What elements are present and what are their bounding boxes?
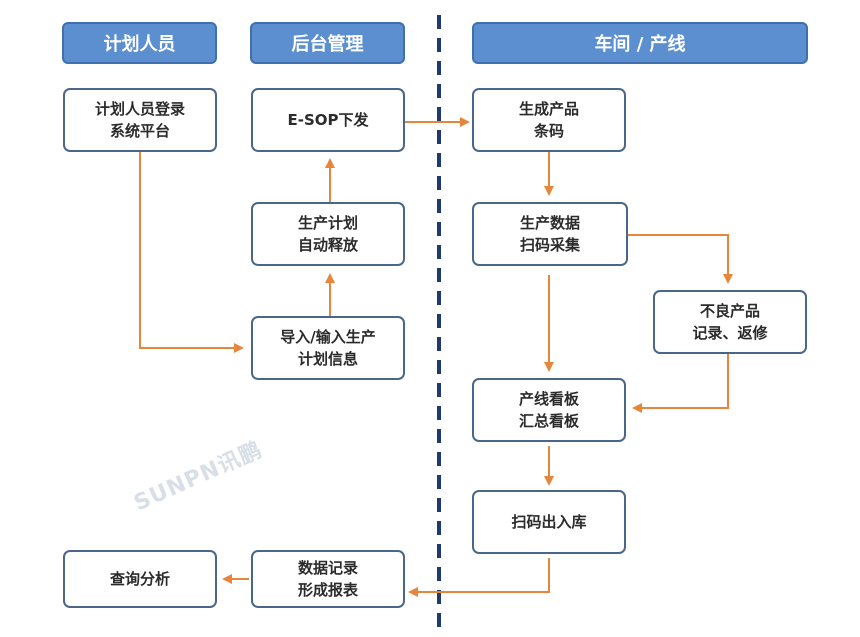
arrow-defect-to-board: [632, 354, 729, 413]
arrow-scan-to-defect: [628, 234, 733, 284]
arrow-scanout-to-record: [408, 558, 550, 597]
node-plan-release: 生产计划自动释放: [251, 202, 405, 266]
node-esop-dispatch: E-SOP下发: [251, 88, 405, 152]
arrow-login-to-import: [139, 152, 244, 353]
node-import-plan: 导入/输入生产计划信息: [251, 316, 405, 380]
node-defect-record: 不良产品记录、返修: [653, 290, 807, 354]
header-workshop: 车间 / 产线: [472, 22, 808, 64]
node-query-analysis: 查询分析: [63, 550, 217, 608]
node-scan-collect: 生产数据扫码采集: [472, 202, 628, 266]
header-backend: 后台管理: [250, 22, 405, 64]
node-data-record: 数据记录形成报表: [251, 550, 405, 608]
node-gen-barcode: 生成产品条码: [472, 88, 626, 152]
node-planner-login: 计划人员登录系统平台: [63, 88, 217, 152]
node-scan-out: 扫码出入库: [472, 490, 626, 554]
node-line-board: 产线看板汇总看板: [472, 378, 626, 442]
header-planner: 计划人员: [62, 22, 217, 64]
